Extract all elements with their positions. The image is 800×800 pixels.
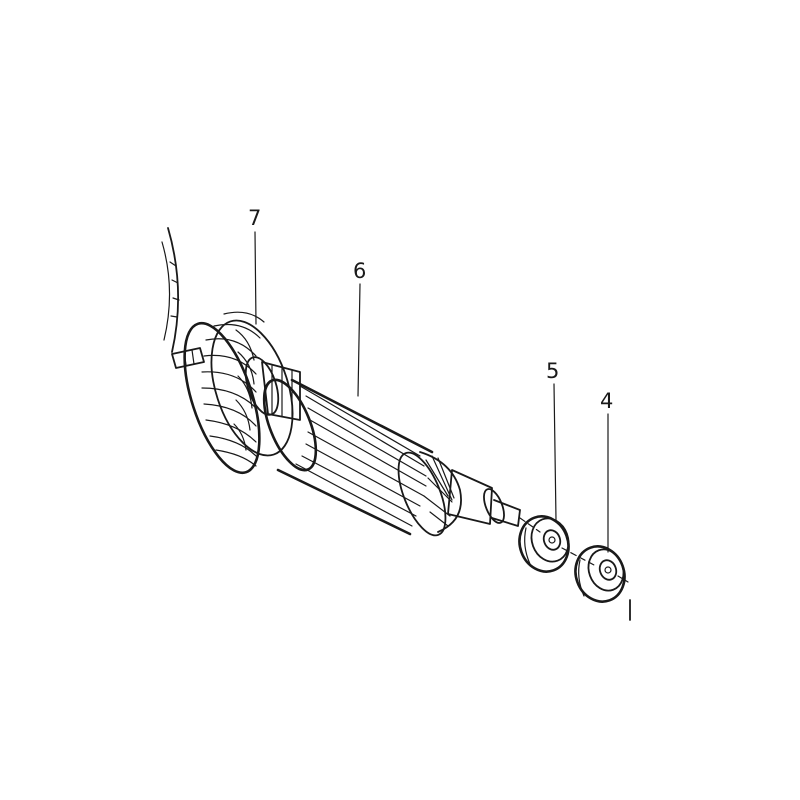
leader-6	[357, 283, 361, 397]
callout-6: 6	[353, 259, 366, 283]
housing-edge-fragment	[161, 227, 180, 353]
assembly-axis	[519, 517, 631, 621]
fan-part-7	[183, 311, 294, 475]
left-shaft	[171, 347, 205, 369]
leader-7	[254, 231, 257, 325]
bearing-rubber-ring-part-5	[518, 515, 570, 573]
leader-5	[553, 383, 557, 521]
ball-bearing-part-4	[574, 545, 626, 603]
callout-4: 4	[600, 389, 613, 413]
armature-part-6	[261, 361, 521, 537]
leader-lines	[254, 231, 609, 553]
callout-5: 5	[546, 359, 559, 383]
callout-7: 7	[248, 206, 261, 230]
